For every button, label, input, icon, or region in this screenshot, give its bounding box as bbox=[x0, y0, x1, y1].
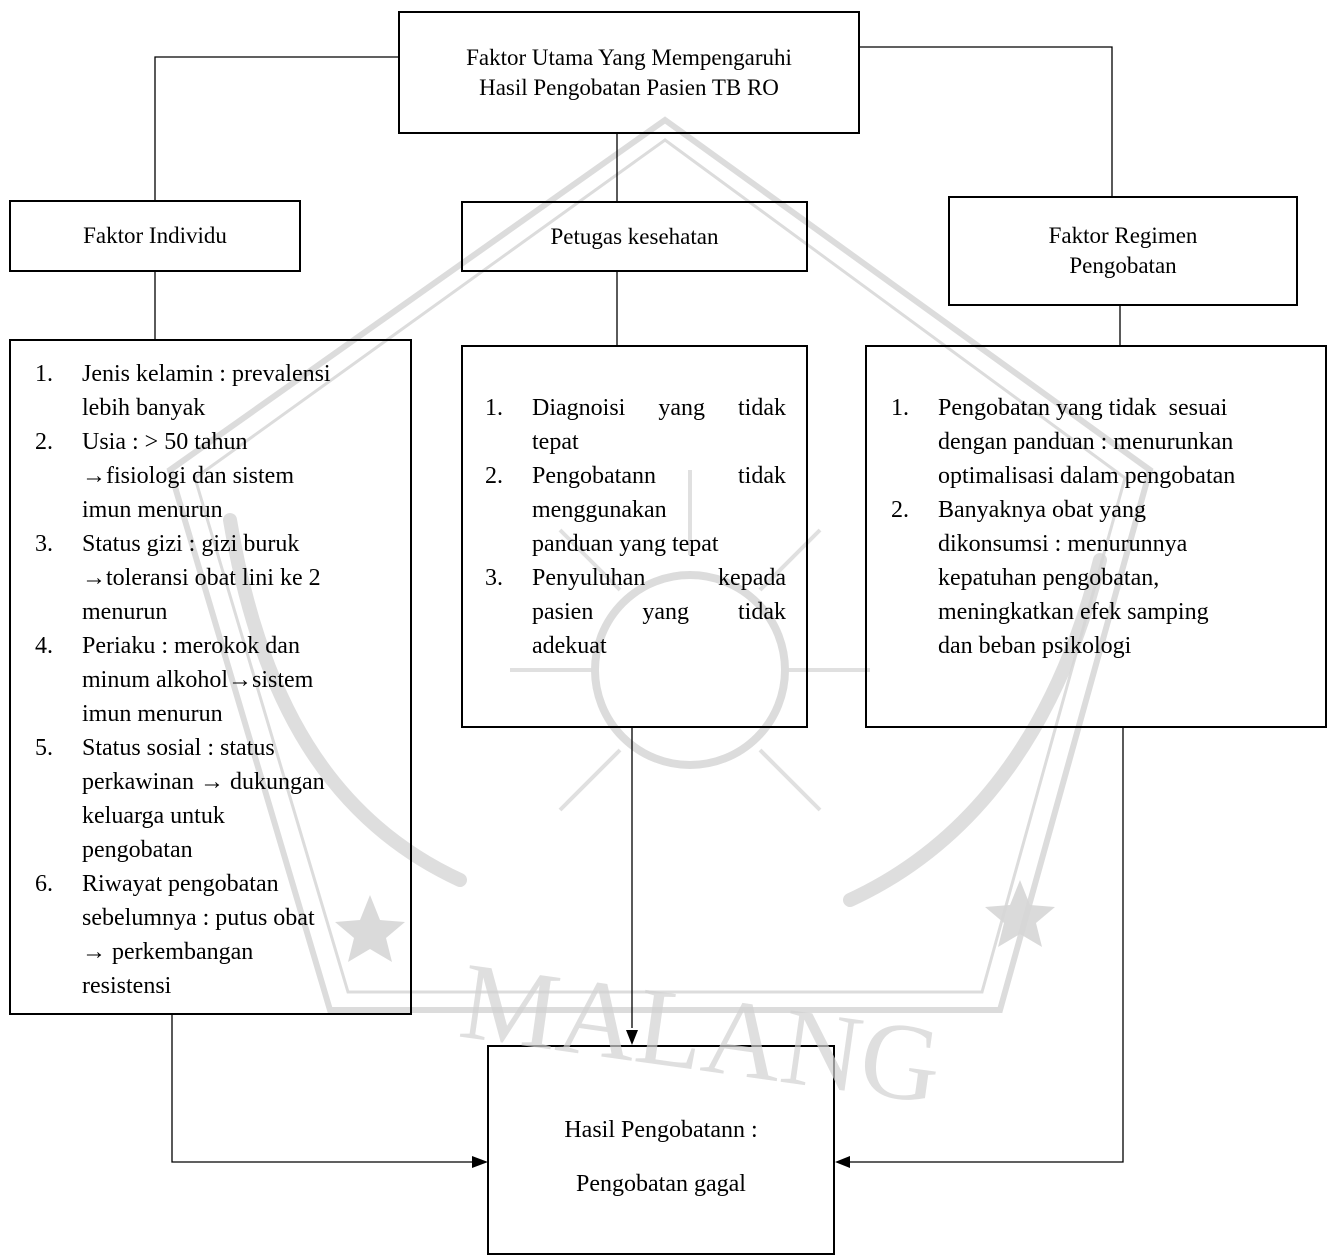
individu-factor-list-box: 1. Jenis kelamin : prevalensi lebih bany… bbox=[9, 339, 412, 1015]
list-item-line: Jenis kelamin : prevalensi bbox=[82, 361, 331, 387]
arrowhead-right-result bbox=[472, 1156, 488, 1168]
list-item-number: 1. bbox=[35, 361, 53, 387]
individu-factor-list: 1. Jenis kelamin : prevalensi lebih bany… bbox=[35, 357, 390, 1003]
seal-right-branch bbox=[843, 553, 1107, 907]
list-item-line: kepatuhan pengobatan, bbox=[938, 565, 1160, 591]
list-item-line: adekuat bbox=[532, 633, 607, 659]
seal-pentagon-outer bbox=[166, 116, 1154, 1013]
list-item-line: optimalisasi dalam pengobatan bbox=[938, 463, 1236, 489]
list-item: 1. Jenis kelamin : prevalensi lebih bany… bbox=[35, 357, 390, 425]
list-item: 6. Riwayat pengobatan sebelumnya : putus… bbox=[35, 867, 390, 1003]
list-item: 3. Penyuluhan kepada pasien yang tidak a… bbox=[485, 561, 786, 663]
list-item-line: Banyaknya obat yang bbox=[938, 497, 1146, 523]
list-item-line: Status gizi : gizi buruk bbox=[82, 531, 300, 557]
list-item-line: imun menurun bbox=[82, 701, 223, 727]
list-item: 2. Banyaknya obat yang dikonsumsi : menu… bbox=[891, 493, 1321, 663]
list-item-line: menggunakan bbox=[532, 497, 667, 523]
line-regimen-to-result bbox=[850, 727, 1124, 1163]
list-item-line: meningkatkan efek samping bbox=[938, 599, 1209, 625]
list-item-line: pengobatan bbox=[82, 837, 193, 863]
treatment-result-value: Pengobatan gagal bbox=[576, 1171, 746, 1197]
list-item-line: Periaku : merokok dan bbox=[82, 633, 300, 659]
regimen-factor-list-box: 1. Pengobatan yang tidak sesuai dengan p… bbox=[865, 345, 1327, 728]
list-item-line: dengan panduan : menurunkan bbox=[938, 429, 1234, 455]
line-title-to-regimen bbox=[860, 46, 1113, 197]
list-item-number: 2. bbox=[891, 497, 909, 523]
list-item-number: 4. bbox=[35, 633, 53, 659]
list-item-line: keluarga untuk bbox=[82, 803, 225, 829]
list-item: 4. Periaku : merokok dan minum alkohol→s… bbox=[35, 629, 390, 731]
list-item-line: lebih banyak bbox=[82, 395, 206, 421]
treatment-result-box: Hasil Pengobatann : Pengobatan gagal bbox=[487, 1045, 835, 1255]
list-item: 3. Status gizi : gizi buruk →toleransi o… bbox=[35, 527, 390, 629]
regimen-header-box: Faktor Regimen Pengobatan bbox=[948, 196, 1298, 306]
individu-header-box: Faktor Individu bbox=[9, 200, 301, 272]
line-individu-to-result bbox=[171, 1013, 472, 1163]
list-item-number: 1. bbox=[485, 395, 503, 421]
list-item-line: tepat bbox=[532, 429, 579, 455]
main-factor-title-line1: Faktor Utama Yang Mempengaruhi bbox=[466, 44, 792, 70]
list-item-line: Diagnoisi yang tidak bbox=[532, 395, 786, 421]
regimen-header-line1: Faktor Regimen bbox=[1048, 223, 1198, 248]
list-item-line: → perkembangan bbox=[82, 939, 254, 965]
list-item-line: imun menurun bbox=[82, 497, 223, 523]
list-item-number: 2. bbox=[485, 463, 503, 489]
treatment-result-label: Hasil Pengobatann : bbox=[564, 1117, 758, 1143]
list-item: 1. Pengobatan yang tidak sesuai dengan p… bbox=[891, 391, 1321, 493]
list-item-line: Status sosial : status bbox=[82, 735, 275, 761]
list-item-line: Pengobatan yang tidak sesuai bbox=[938, 395, 1228, 421]
list-item: 2. Pengobatann tidak menggunakan panduan… bbox=[485, 459, 786, 561]
main-factor-title-line2: Hasil Pengobatan Pasien TB RO bbox=[479, 74, 779, 100]
list-item-line: pasien yang tidak bbox=[532, 599, 786, 625]
list-item-line: resistensi bbox=[82, 973, 172, 999]
petugas-header-label: Petugas kesehatan bbox=[550, 223, 719, 249]
list-item-number: 2. bbox=[35, 429, 53, 455]
list-item-number: 3. bbox=[35, 531, 53, 557]
petugas-factor-list-box: 1. Diagnoisi yang tidak tepat 2. Pengoba… bbox=[461, 345, 808, 728]
seal-star-left bbox=[335, 895, 405, 962]
list-item: 1. Diagnoisi yang tidak tepat bbox=[485, 391, 786, 459]
list-item-line: menurun bbox=[82, 599, 168, 625]
line-title-to-individu bbox=[154, 56, 398, 201]
individu-header-label: Faktor Individu bbox=[83, 223, 227, 248]
list-item-line: Riwayat pengobatan bbox=[82, 871, 279, 897]
seal-sunburst-7 bbox=[558, 748, 622, 812]
list-item-line: →fisiologi dan sistem bbox=[82, 463, 294, 489]
list-item-line: Usia : > 50 tahun bbox=[82, 429, 248, 455]
seal-sunburst-2 bbox=[758, 528, 822, 592]
list-item-line: sebelumnya : putus obat bbox=[82, 905, 315, 931]
regimen-factor-list: 1. Pengobatan yang tidak sesuai dengan p… bbox=[891, 391, 1321, 663]
arrowhead-left-result bbox=[835, 1156, 850, 1168]
seal-pentagon-inner bbox=[193, 138, 1127, 994]
list-item-number: 3. bbox=[485, 565, 503, 591]
list-item: 2. Usia : > 50 tahun →fisiologi dan sist… bbox=[35, 425, 390, 527]
list-item-line: minum alkohol→sistem bbox=[82, 667, 314, 693]
list-item-line: perkawinan → dukungan bbox=[82, 769, 325, 795]
seal-sunburst-6 bbox=[758, 748, 822, 812]
list-item-line: dan beban psikologi bbox=[938, 633, 1132, 659]
list-item-line: panduan yang tepat bbox=[532, 531, 719, 557]
list-item-line: →toleransi obat lini ke 2 bbox=[82, 565, 321, 591]
seal-sunburst-3 bbox=[558, 528, 622, 592]
petugas-factor-list: 1. Diagnoisi yang tidak tepat 2. Pengoba… bbox=[485, 391, 786, 663]
list-item: 5. Status sosial : status perkawinan → d… bbox=[35, 731, 390, 867]
list-item-number: 1. bbox=[891, 395, 909, 421]
regimen-header-line2: Pengobatan bbox=[1069, 253, 1177, 278]
list-item-line: Pengobatann tidak bbox=[532, 463, 786, 489]
arrowhead-down-result bbox=[626, 1030, 638, 1045]
main-factor-box: Faktor Utama Yang Mempengaruhi Hasil Pen… bbox=[398, 11, 860, 134]
list-item-number: 5. bbox=[35, 735, 53, 761]
petugas-header-box: Petugas kesehatan bbox=[461, 201, 808, 272]
list-item-line: dikonsumsi : menurunnya bbox=[938, 531, 1188, 557]
list-item-line: Penyuluhan kepada bbox=[532, 565, 786, 591]
list-item-number: 6. bbox=[35, 871, 53, 897]
seal-star-right bbox=[985, 880, 1055, 947]
